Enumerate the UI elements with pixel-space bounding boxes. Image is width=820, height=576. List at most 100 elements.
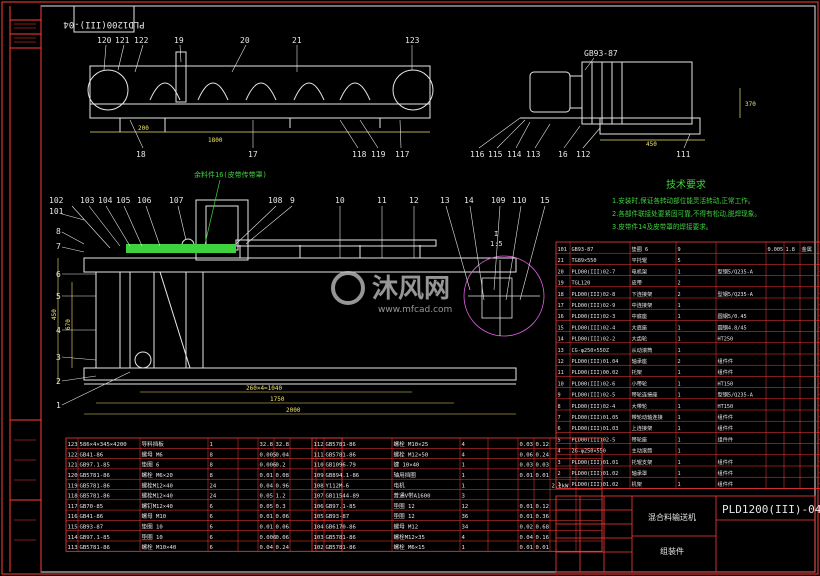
table-cell: 小带轮 [632,379,648,387]
table-cell: 8 [558,404,561,410]
table-cell: 大带轮 [632,402,648,410]
dim-1750: 1750 [270,396,285,403]
table-cell: GB5781-86 [80,545,110,551]
callout-2: 2 [56,377,61,386]
callout-6: 6 [56,270,61,279]
callout-101: 101 [49,207,64,216]
table-cell: 15 [558,325,564,331]
table-cell: GB894.1-86 [326,473,360,479]
table-cell: 2G-φ250×550 [572,449,606,455]
table-cell: 19 [558,281,564,287]
table-cell: 3 [558,460,561,466]
table-cell: 0.06 [276,514,289,520]
table-cell: 0.06 [276,525,289,531]
table-cell: 1 [678,303,681,309]
tech-req-line-2: 2.各部件联接处要紧固可靠,不得有松动,脱焊现象。 [612,209,761,218]
table-cell: GB1096-79 [326,463,356,469]
title-block-code: PLD1200(III)-04 [722,503,820,516]
callout-8: 8 [56,227,61,236]
table-cell: 大齿轮 [632,335,648,343]
table-cell: 4 [462,452,466,458]
table-cell: 垫圈 6 [632,245,649,253]
table-cell: 8 [210,463,214,469]
table-cell: GB5781-86 [80,494,110,500]
table-cell: 组件件 [718,368,734,376]
watermark-brand: 沐风网 [372,274,450,304]
table-cell: 3 [462,494,465,500]
table-cell: 组件件 [718,424,734,432]
table-cell: 24 [210,494,217,500]
callout-122: 122 [134,36,149,45]
table-cell: 1 [678,415,681,421]
table-cell: 0.06 [276,535,289,541]
detail-i-labels: I 1:5 [490,230,503,248]
table-cell: PLD00(III)02-2 [572,337,616,343]
table-cell: HT150 [718,404,734,410]
table-cell: HT150 [718,381,734,387]
table-cell: 119 [68,483,78,489]
table-cell: 0.2 [276,463,286,469]
table-cell: 1 [678,269,681,275]
table-cell: 104 [314,525,325,531]
table-cell: 0.08 [276,473,290,479]
table-cell: 螺母 M6 [142,450,163,458]
table-cell: GB41-86 [80,452,104,458]
table-cell: GB5781-86 [80,483,110,489]
table-cell: 0.03 [536,463,549,469]
table-cell: 1 [678,460,681,466]
table-cell: GB5781-86 [326,535,356,541]
table-cell: GB11544-89 [326,494,360,500]
table-cell: PLD00(III)01.04 [572,359,619,365]
table-cell: 0.01 [520,504,533,510]
tech-req-line-3: 3.皮带件14及皮带罩的焊接要求。 [612,222,712,231]
watermark-url: www.mfcad.com [378,305,452,315]
table-cell: 0.36 [536,514,549,520]
table-cell: GB93-87 [80,525,104,531]
dim-1040: 260×4=1040 [246,385,283,392]
callout-12: 12 [409,196,419,205]
table-cell: 1.8 [786,247,795,253]
callout-110: 110 [512,196,527,205]
tech-req-title: 技术要求 [666,178,706,191]
table-cell: 32.8 [276,442,290,448]
table-cell: 0.05 [260,504,273,510]
title-block-name: 混合料输送机 [648,512,696,522]
table-cell: 101 [558,247,567,253]
table-cell: PLD00(III)02-7 [572,269,616,275]
tech-requirements: 技术要求 1.安装时,保证各转动部位能灵活转动,正常工作。 2.各部件联接处要紧… [612,178,761,231]
table-cell: 导料挡板 [142,440,165,448]
table-cell: 102 [314,545,324,551]
table-cell: 34 [462,525,469,531]
table-cell: 6 [210,504,213,510]
table-cell: 21 [558,258,564,264]
table-cell: 0.01 [520,473,533,479]
callout-112: 112 [576,150,591,159]
callout-102: 102 [49,196,64,205]
callout-14: 14 [464,196,474,205]
table-cell: 1 [678,471,681,477]
front-view-left-callouts: 101 8 7 6 5 4 3 2 1 [49,207,64,410]
title-block-sub: 组装件 [660,546,684,556]
title-block [555,495,816,573]
table-cell: 1 [678,426,681,432]
side-strip-marks [14,23,36,541]
table-cell: PLD00(III)02-6 [572,381,616,387]
table-cell: 1 [462,463,465,469]
table-cell: PLD00(III)02-8 [572,292,616,298]
table-cell: PLD00(III)00.02 [572,370,619,376]
table-cell: 6 [210,535,213,541]
table-cell: 109 [314,473,324,479]
callout-9: 9 [290,196,295,205]
table-cell: 123 [68,442,78,448]
table-cell: 8 [210,452,214,458]
table-cell: 垫圈 12 [394,502,415,510]
table-cell: 0.03 [520,442,533,448]
table-cell: GB5781-86 [80,473,110,479]
table-cell: 1 [678,370,681,376]
